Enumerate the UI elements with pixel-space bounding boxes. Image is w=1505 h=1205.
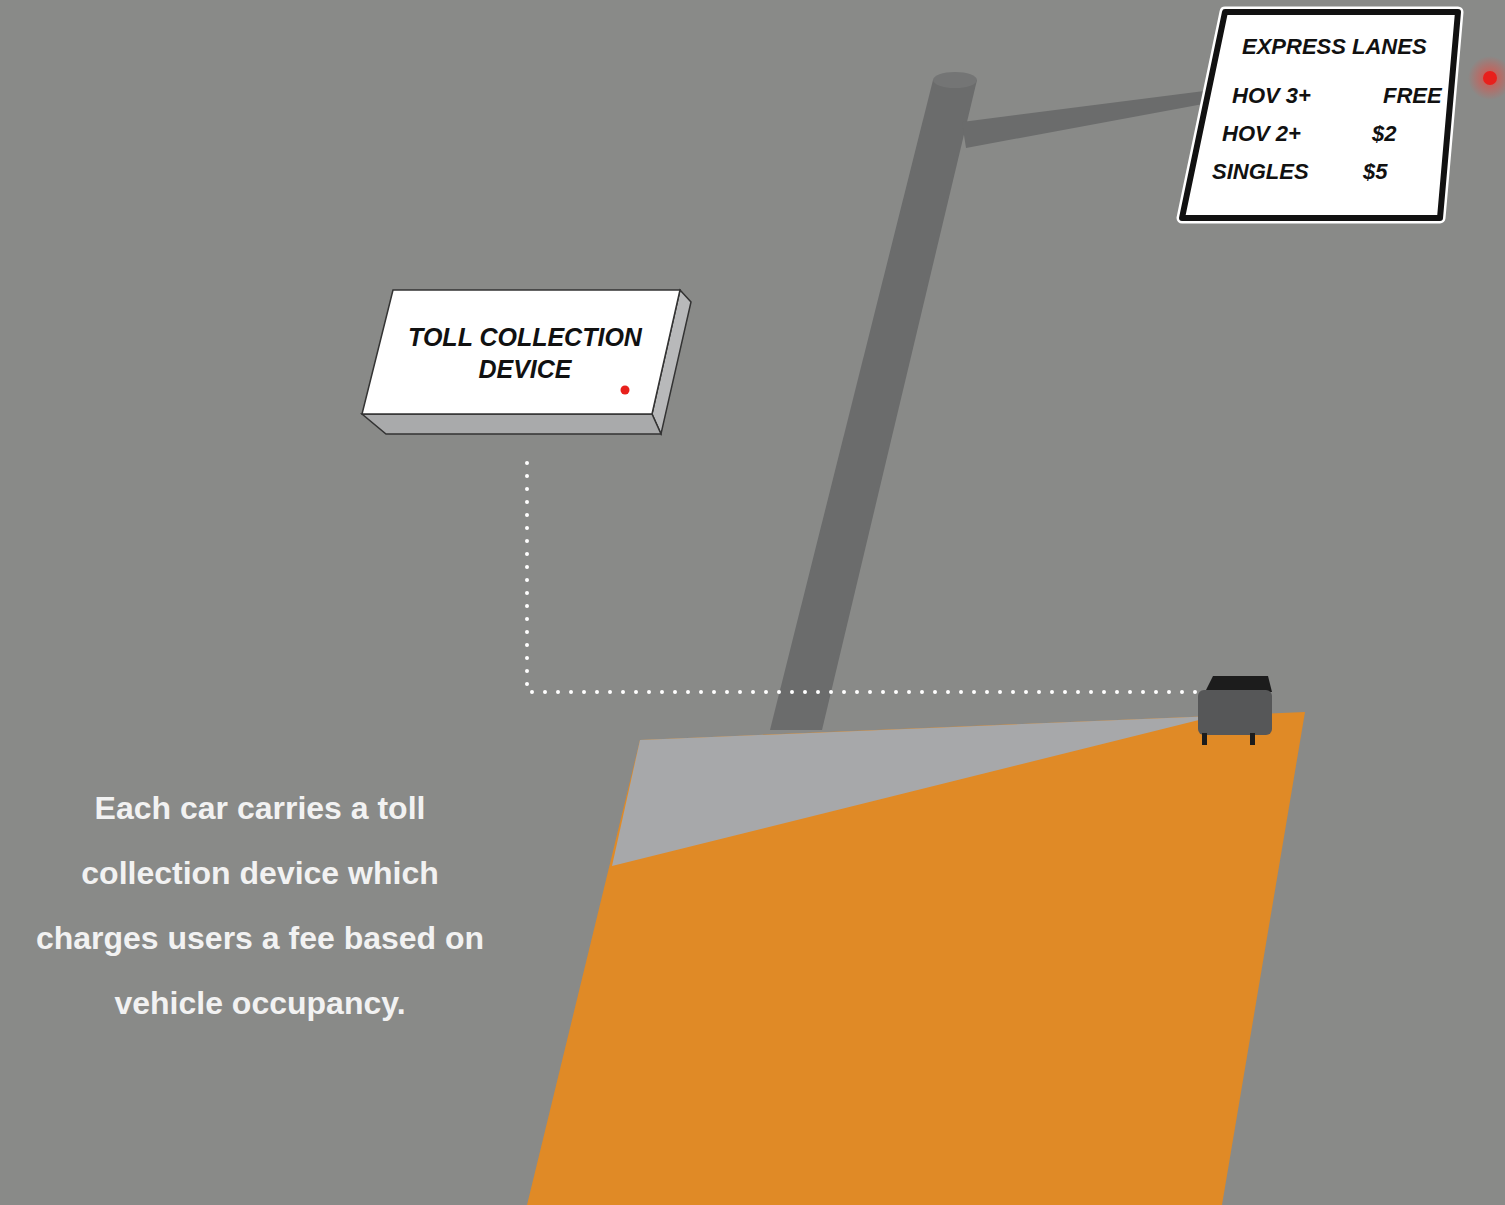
device-light: [621, 386, 630, 395]
sign-cell: SINGLES: [1212, 159, 1309, 185]
sign-cell: $2: [1372, 121, 1396, 147]
express-lane-sign: EXPRESS LANES HOV 3+ FREE HOV 2+ $2SINGLES $5: [1178, 8, 1464, 224]
sign-cell: $5: [1363, 159, 1387, 185]
device-face: [362, 290, 680, 414]
sign-arm: [962, 90, 1214, 148]
sensor-beam: [612, 716, 1215, 866]
car-wheel: [1202, 733, 1207, 745]
car-wheel: [1250, 733, 1255, 745]
sign-heading: EXPRESS LANES: [1242, 34, 1427, 60]
device-bottom: [362, 414, 661, 434]
toll-device-box: TOLL COLLECTION DEVICE: [360, 288, 695, 438]
express-lane-road: [527, 712, 1305, 1205]
sensor-light: [1483, 71, 1497, 85]
sign-cell: HOV 3+: [1232, 83, 1311, 109]
sign-cell: HOV 2+: [1222, 121, 1301, 147]
sign-rim: [1182, 12, 1458, 218]
sensor-glow: [1468, 56, 1505, 100]
device-label: TOLL COLLECTION DEVICE: [392, 321, 658, 385]
leader-line: [527, 463, 1198, 692]
car-roof: [1205, 676, 1272, 692]
caption-text: Each car carries a toll collection devic…: [20, 776, 500, 1036]
pole-top: [933, 72, 977, 88]
sign-pole: [770, 80, 977, 730]
sign-cell: FREE: [1383, 83, 1442, 109]
car-body: [1198, 690, 1272, 735]
sign-border: [1182, 12, 1458, 218]
